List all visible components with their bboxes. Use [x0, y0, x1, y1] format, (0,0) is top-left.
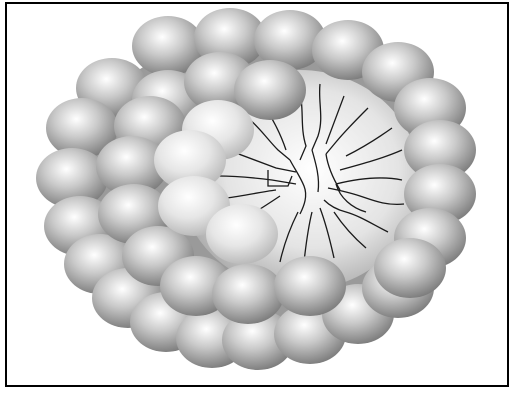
pale-cell-sphere [206, 204, 278, 264]
cell-sphere [212, 264, 284, 324]
cell-sphere [374, 238, 446, 298]
cell-sphere [274, 256, 346, 316]
